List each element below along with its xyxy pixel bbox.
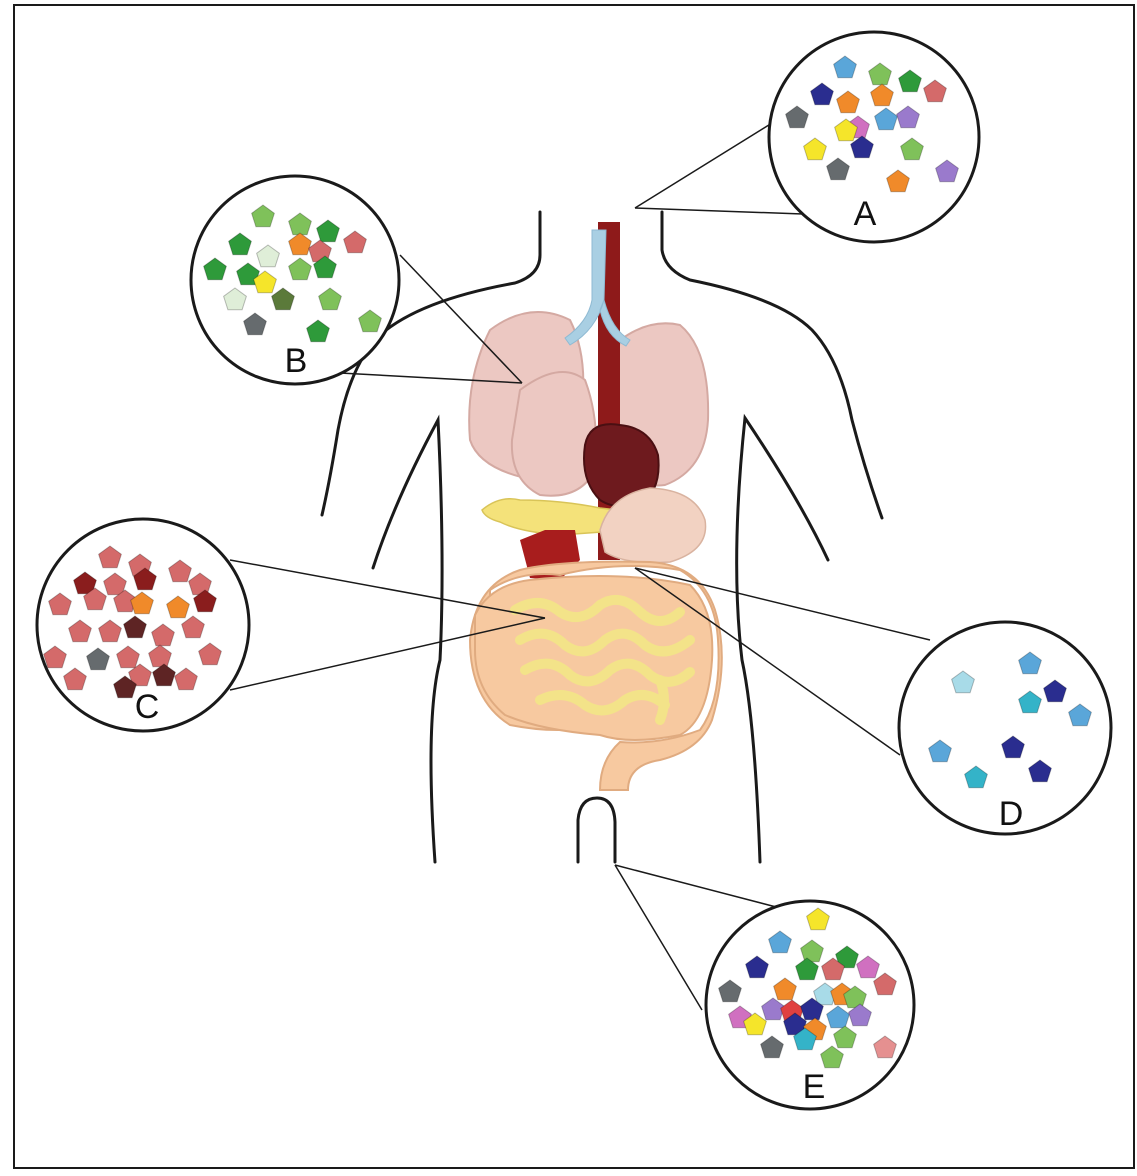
callout-line-c-1 [230, 560, 545, 618]
callout-line-a-1 [635, 115, 785, 208]
label-e: E [803, 1068, 826, 1106]
colon-body [475, 576, 712, 740]
callout-line-b-1 [400, 255, 522, 383]
right-torso-outline [737, 418, 828, 862]
callout-line-e-1 [615, 865, 780, 908]
label-d: D [999, 795, 1024, 833]
organs [469, 222, 722, 790]
left-torso-outline [373, 420, 442, 862]
label-a: A [854, 195, 877, 233]
crotch-outline [578, 798, 615, 862]
label-b: B [285, 342, 308, 380]
callout-line-e-2 [615, 865, 702, 1010]
liver [512, 372, 596, 496]
label-c: C [135, 688, 160, 726]
